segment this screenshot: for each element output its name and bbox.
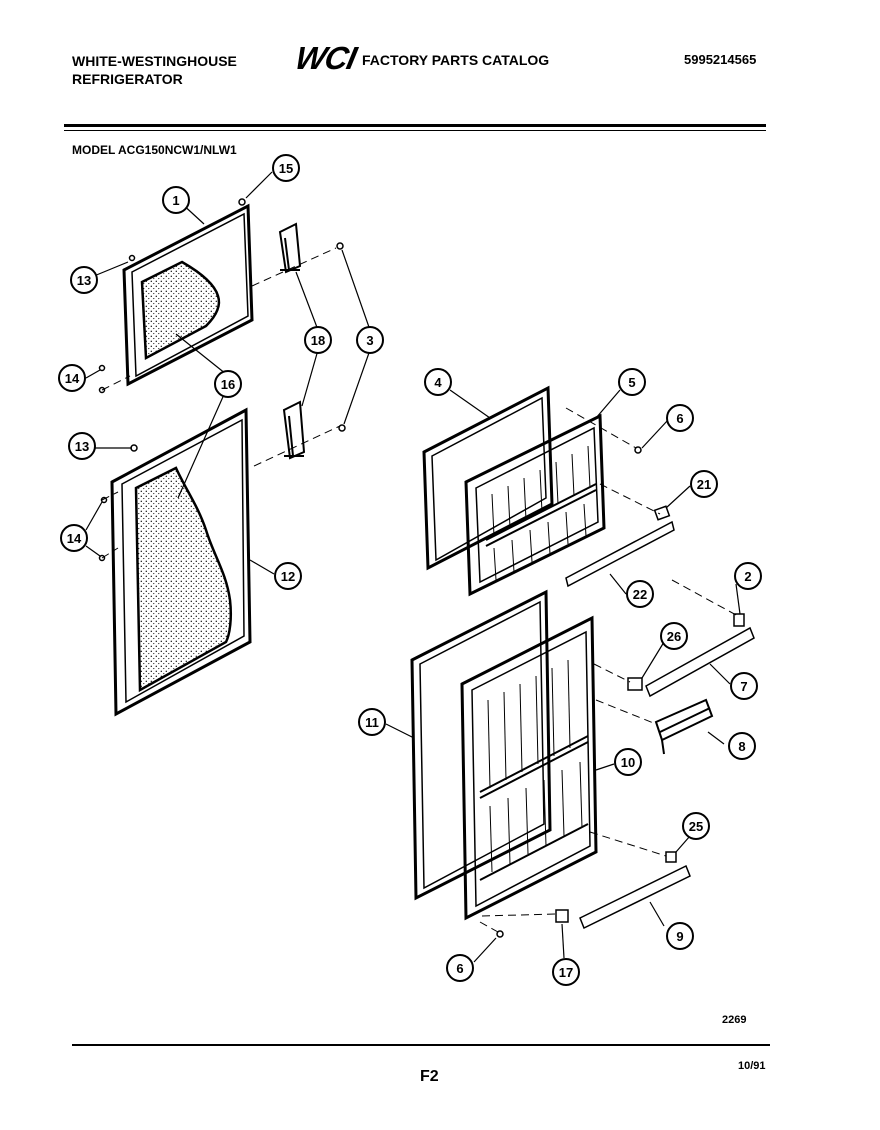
callout-25: 25 xyxy=(682,812,710,840)
model-number: MODEL ACG150NCW1/NLW1 xyxy=(72,143,237,157)
hinge-bracket-lower xyxy=(282,400,306,460)
callout-6-upper: 6 xyxy=(666,404,694,432)
callout-14-lower: 14 xyxy=(60,524,88,552)
trim-strip-7 xyxy=(645,626,755,698)
callout-7: 7 xyxy=(730,672,758,700)
callout-3: 3 xyxy=(356,326,384,354)
callout-22: 22 xyxy=(626,580,654,608)
catalog-part-number: 5995214565 xyxy=(684,52,757,67)
plug-26 xyxy=(627,677,643,691)
fastener-set xyxy=(98,198,642,938)
svg-text:11: 11 xyxy=(365,715,379,730)
freezer-door-gasket xyxy=(422,385,554,571)
callout-2: 2 xyxy=(734,562,762,590)
svg-text:14: 14 xyxy=(65,371,80,386)
svg-text:1: 1 xyxy=(172,193,179,208)
footer-rule xyxy=(72,1044,770,1046)
trim-strip-22 xyxy=(565,520,675,588)
end-cap-2 xyxy=(733,613,745,627)
brand-block: WHITE-WESTINGHOUSE REFRIGERATOR xyxy=(72,52,237,88)
svg-text:10: 10 xyxy=(621,755,635,770)
header-rule-thick xyxy=(64,124,766,127)
callout-5: 5 xyxy=(618,368,646,396)
svg-text:21: 21 xyxy=(697,477,711,492)
door-handle xyxy=(654,698,714,755)
callout-16: 16 xyxy=(214,370,242,398)
callout-17: 17 xyxy=(552,958,580,986)
svg-text:2: 2 xyxy=(744,569,751,584)
header-rule-thin xyxy=(64,130,766,131)
callout-6-lower: 6 xyxy=(446,954,474,982)
svg-text:12: 12 xyxy=(281,569,295,584)
callout-1: 1 xyxy=(162,186,190,214)
svg-text:25: 25 xyxy=(689,819,703,834)
callout-13-upper: 13 xyxy=(70,266,98,294)
leader-lines xyxy=(85,171,741,963)
callout-14-upper: 14 xyxy=(58,364,86,392)
svg-text:22: 22 xyxy=(633,587,647,602)
svg-text:13: 13 xyxy=(77,273,91,288)
callout-11: 11 xyxy=(358,708,386,736)
plug-17 xyxy=(555,909,569,923)
callout-12: 12 xyxy=(274,562,302,590)
callout-15: 15 xyxy=(272,154,300,182)
svg-text:4: 4 xyxy=(434,375,442,390)
svg-text:14: 14 xyxy=(67,531,82,546)
cap-25 xyxy=(665,851,677,863)
callout-4: 4 xyxy=(424,368,452,396)
svg-text:7: 7 xyxy=(740,679,747,694)
svg-text:6: 6 xyxy=(456,961,463,976)
catalog-title: FACTORY PARTS CATALOG xyxy=(362,52,550,68)
svg-text:9: 9 xyxy=(676,929,683,944)
svg-text:6: 6 xyxy=(676,411,683,426)
hinge-cover-21 xyxy=(653,505,671,521)
callout-26: 26 xyxy=(660,622,688,650)
svg-text:15: 15 xyxy=(279,161,293,176)
callout-labels: 1 15 13 18 3 14 16 13 14 12 4 5 6 21 2 2… xyxy=(58,154,762,986)
svg-text:13: 13 xyxy=(75,439,89,454)
fresh-food-door-liner xyxy=(460,615,598,921)
hinge-bracket-upper xyxy=(278,222,302,274)
callout-18: 18 xyxy=(304,326,332,354)
freezer-door-panel xyxy=(122,203,254,387)
svg-text:3: 3 xyxy=(366,333,373,348)
callout-21: 21 xyxy=(690,470,718,498)
svg-text:26: 26 xyxy=(667,629,681,644)
svg-text:8: 8 xyxy=(738,739,745,754)
callout-9: 9 xyxy=(666,922,694,950)
svg-text:17: 17 xyxy=(559,965,573,980)
svg-text:5: 5 xyxy=(628,375,635,390)
svg-text:16: 16 xyxy=(221,377,235,392)
page-identifier: F2 xyxy=(420,1068,439,1085)
brand-name: WHITE-WESTINGHOUSE xyxy=(72,53,237,69)
catalog-date: 10/91 xyxy=(738,1060,766,1072)
trim-strip-9 xyxy=(579,864,691,930)
freezer-door-liner xyxy=(464,413,606,597)
callout-13-lower: 13 xyxy=(68,432,96,460)
fresh-food-door-gasket xyxy=(410,589,552,901)
fresh-food-door-panel xyxy=(110,407,252,717)
product-type: REFRIGERATOR xyxy=(72,71,183,87)
callout-8: 8 xyxy=(728,732,756,760)
assembly-dashed-lines xyxy=(101,247,739,933)
callout-10: 10 xyxy=(614,748,642,776)
svg-text:18: 18 xyxy=(311,333,325,348)
diagram-reference-number: 2269 xyxy=(722,1014,747,1026)
